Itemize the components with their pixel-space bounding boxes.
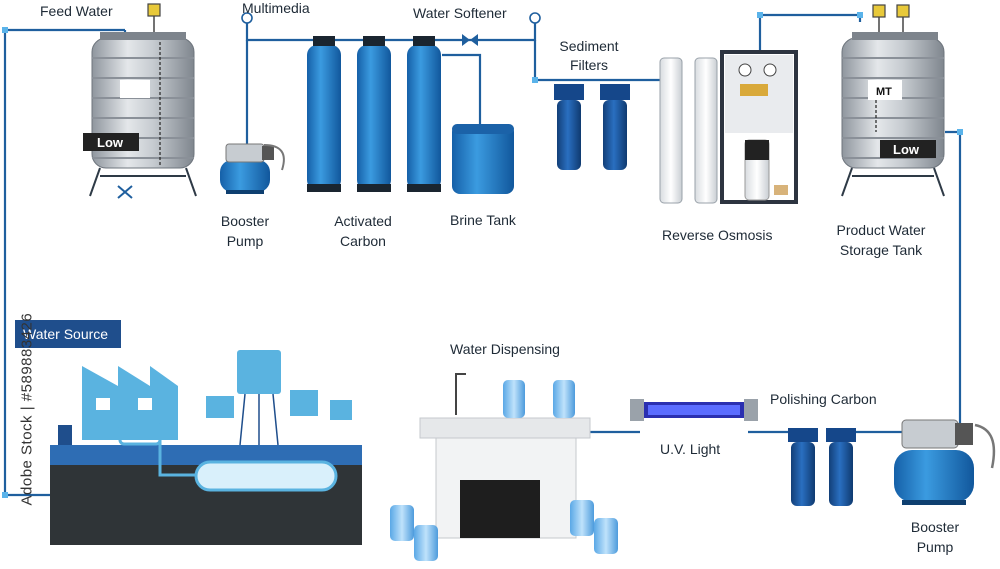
booster-pump-top-label-line1: Booster xyxy=(220,213,270,229)
sediment-filters-label-line1: Sediment xyxy=(559,38,619,54)
sediment-filters xyxy=(554,84,630,170)
product-water-label-line1: Product Water xyxy=(836,222,926,238)
feed-water-tank: Low xyxy=(83,3,197,199)
reverse-osmosis-unit xyxy=(659,50,798,204)
water-softener-label: Water Softener xyxy=(413,5,507,21)
water-source-scene xyxy=(50,350,362,545)
polishing-carbon-label: Polishing Carbon xyxy=(770,391,877,407)
booster-pump-bottom xyxy=(894,419,996,505)
uv-light-unit xyxy=(630,399,758,421)
multimedia-header-pipe xyxy=(245,18,537,42)
booster-pump-top-label-line2: Pump xyxy=(226,233,264,249)
reverse-osmosis-label: Reverse Osmosis xyxy=(662,227,773,243)
polishing-carbon-filters xyxy=(788,428,856,506)
sediment-filters-label-line2: Filters xyxy=(569,57,609,73)
filter-vessels xyxy=(307,34,478,192)
booster-pump-bottom-label-line2: Pump xyxy=(916,539,954,555)
product-to-booster-pipe xyxy=(945,130,962,430)
ro-to-product-pipe xyxy=(760,13,862,22)
product-water-label-line2: Storage Tank xyxy=(839,242,923,258)
brine-tank-label: Brine Tank xyxy=(450,212,516,228)
activated-carbon-label-line2: Carbon xyxy=(340,233,386,249)
feed-water-label: Feed Water xyxy=(40,3,113,19)
product-water-tank: MT Low xyxy=(841,4,945,197)
water-dispensing-label: Water Dispensing xyxy=(450,341,560,357)
brine-tank xyxy=(452,124,514,194)
product-level-readout: Low xyxy=(893,142,920,157)
product-tag: MT xyxy=(876,86,892,98)
booster-pump-top xyxy=(220,143,285,194)
pipe-end-markers xyxy=(241,12,541,24)
water-source-label: Water Source xyxy=(15,320,121,348)
activated-carbon-label-line1: Activated xyxy=(334,213,392,229)
multimedia-label: Multimedia xyxy=(242,0,310,16)
brine-pipe xyxy=(442,53,482,125)
booster-pump-bottom-label-line1: Booster xyxy=(910,519,960,535)
uv-light-label: U.V. Light xyxy=(660,441,721,457)
stock-credit: Adobe Stock | #589883426 xyxy=(18,312,36,506)
water-dispensing-station xyxy=(390,373,618,561)
feed-level-readout: Low xyxy=(97,135,124,150)
